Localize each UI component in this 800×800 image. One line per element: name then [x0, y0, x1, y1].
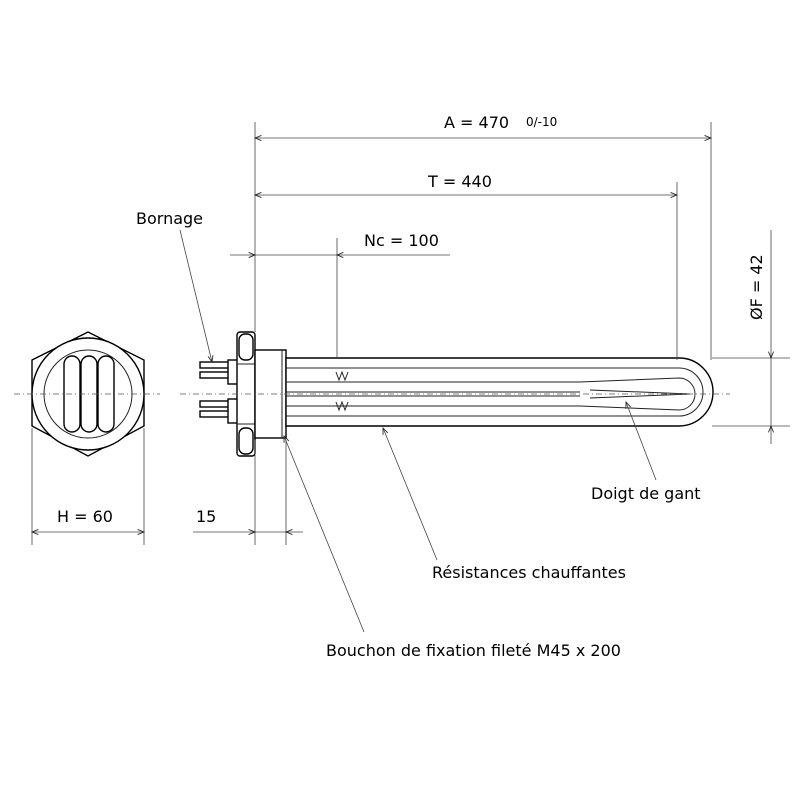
dimension-h-label: H = 60	[57, 507, 113, 526]
dimension-t-label: T = 440	[427, 172, 492, 191]
hex-nut-face-bottom	[238, 427, 254, 455]
terminal-bottom-2	[199, 410, 233, 418]
dimension-h: H = 60	[32, 428, 144, 545]
dimension-t: T = 440	[255, 172, 677, 360]
heating-element-inner	[286, 367, 704, 417]
hexagon-end-view	[14, 331, 160, 457]
dimension-of: ØF = 42	[712, 230, 790, 444]
resistance-mark-bottom	[335, 400, 349, 412]
dimension-of-label: ØF = 42	[747, 254, 766, 320]
bouchon-label: Bouchon de fixation fileté M45 x 200	[326, 641, 621, 660]
label-doigt: Doigt de gant	[591, 402, 701, 503]
terminal-bottom-1	[199, 400, 233, 408]
side-view	[180, 331, 730, 457]
dimension-plug: 15	[193, 440, 303, 545]
hex-nut-face-top	[238, 333, 254, 361]
dimension-a-tolerance: 0/-10	[526, 115, 557, 129]
resistance-mark-top	[335, 370, 349, 382]
thermowell-tip	[579, 377, 696, 411]
label-bornage: Bornage	[136, 209, 212, 362]
terminal-top-2	[199, 371, 233, 379]
label-bouchon: Bouchon de fixation fileté M45 x 200	[284, 436, 621, 660]
resistances-label: Résistances chauffantes	[432, 563, 626, 582]
doigt-label: Doigt de gant	[591, 484, 701, 503]
dimension-plug-label: 15	[196, 507, 216, 526]
dimension-a-label: A = 470	[444, 113, 509, 132]
terminal-top-1	[199, 361, 233, 369]
label-resistances: Résistances chauffantes	[383, 428, 626, 582]
dimension-nc: Nc = 100	[230, 231, 450, 358]
dimension-nc-label: Nc = 100	[364, 231, 439, 250]
dimension-a: A = 470 0/-10	[255, 113, 711, 360]
bornage-label: Bornage	[136, 209, 203, 228]
